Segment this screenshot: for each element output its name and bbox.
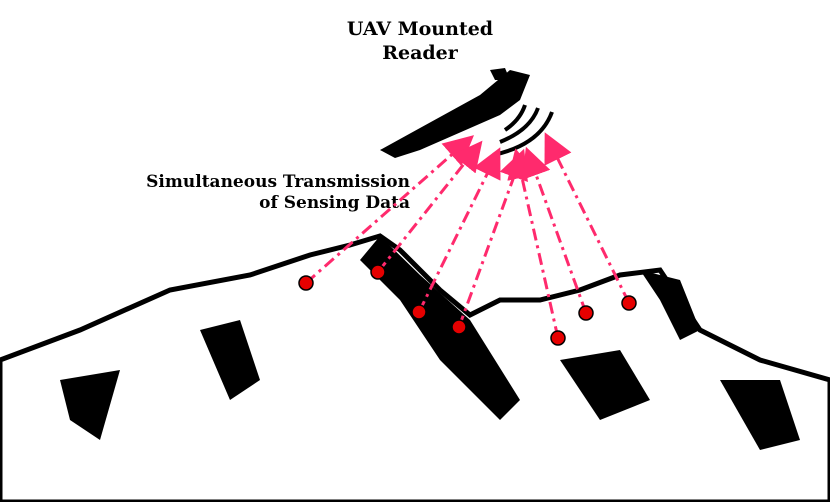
transmission-arrows	[305, 132, 631, 339]
sensor-node	[370, 264, 386, 280]
transmission-label: Simultaneous Transmission of Sensing Dat…	[110, 172, 410, 215]
title-line1: UAV Mounted	[346, 18, 494, 40]
subtitle-line2: of Sensing Data	[259, 193, 410, 214]
sensor-nodes	[298, 264, 637, 346]
sensor-node	[298, 275, 314, 291]
mountain-icon	[0, 233, 830, 502]
uav-icon	[380, 68, 530, 158]
sensor-node	[621, 295, 637, 311]
sensor-node	[451, 319, 467, 335]
sensor-node	[411, 304, 427, 320]
title-line2: Reader	[382, 41, 458, 64]
sensor-node	[578, 305, 594, 321]
uav-reader-label: UAV Mounted Reader	[320, 18, 520, 66]
subtitle-line1: Simultaneous Transmission	[146, 172, 410, 192]
sensor-node	[550, 330, 566, 346]
